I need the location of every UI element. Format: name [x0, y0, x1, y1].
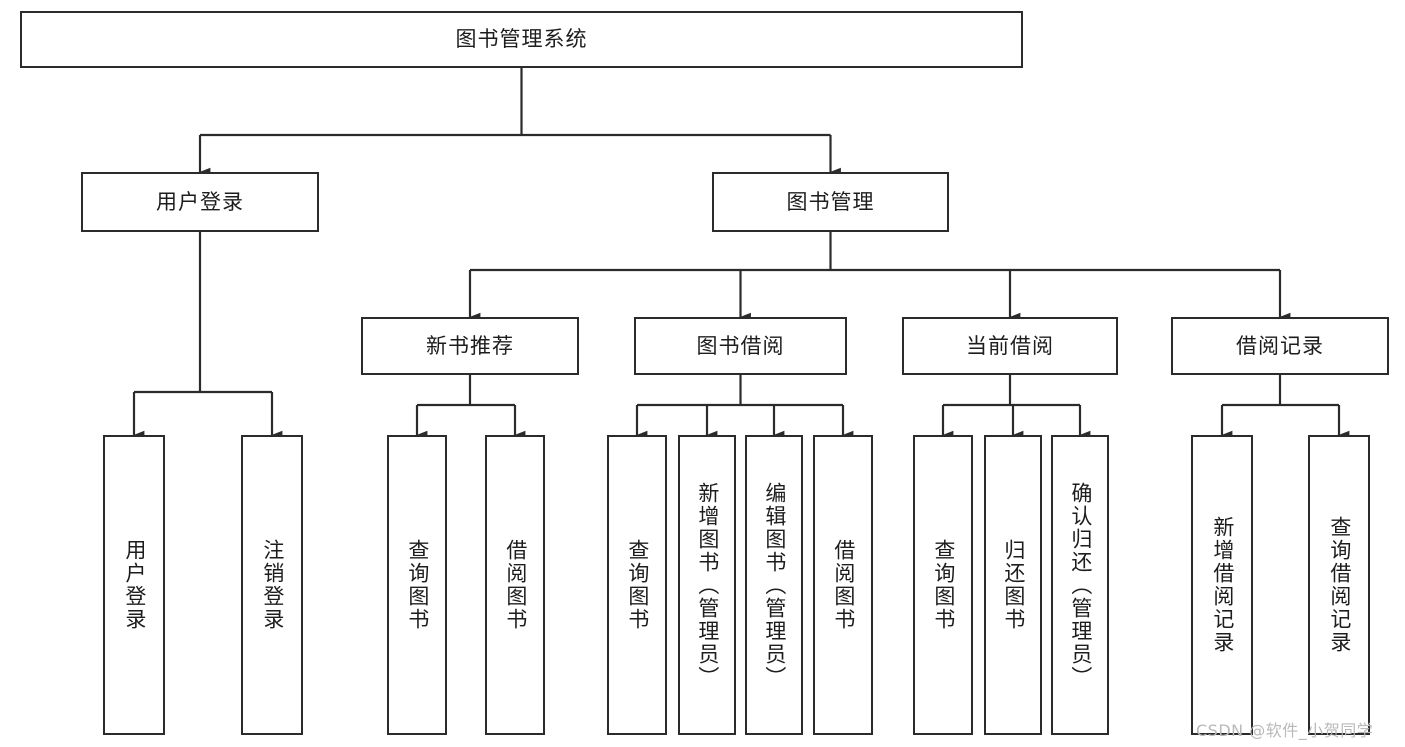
node-leaf-bb-query[interactable]: 查询图书	[607, 435, 667, 735]
node-label-new-book-rec: 新书推荐	[426, 333, 514, 358]
node-leaf-br-query[interactable]: 查询借阅记录	[1308, 435, 1370, 735]
node-label-book-borrow: 图书借阅	[696, 333, 785, 358]
node-label-root: 图书管理系统	[455, 27, 588, 52]
node-label-leaf-user-logout: 注销登录	[260, 539, 285, 631]
node-user-login[interactable]: 用户登录	[81, 172, 319, 232]
node-label-leaf-rec-query: 查询图书	[405, 539, 430, 631]
edge-group	[132, 68, 1350, 440]
node-label-leaf-bb-add: 新增图书（管理员）	[695, 481, 720, 689]
node-leaf-bb-borrow[interactable]: 借阅图书	[813, 435, 873, 735]
node-leaf-user-login[interactable]: 用户登录	[103, 435, 165, 735]
node-label-leaf-cb-query: 查询图书	[931, 539, 956, 631]
node-leaf-user-logout[interactable]: 注销登录	[241, 435, 303, 735]
node-label-leaf-bb-query: 查询图书	[625, 539, 650, 631]
node-label-leaf-br-add: 新增借阅记录	[1210, 516, 1235, 654]
node-leaf-rec-query[interactable]: 查询图书	[387, 435, 447, 735]
node-book-manage[interactable]: 图书管理	[712, 172, 949, 232]
node-label-leaf-user-login: 用户登录	[122, 539, 147, 631]
node-label-leaf-br-query: 查询借阅记录	[1327, 516, 1352, 654]
node-current-borrow[interactable]: 当前借阅	[902, 317, 1118, 375]
node-label-borrow-record: 借阅记录	[1236, 333, 1324, 358]
node-leaf-cb-query[interactable]: 查询图书	[913, 435, 973, 735]
node-label-current-borrow: 当前借阅	[966, 333, 1054, 358]
node-label-leaf-bb-edit: 编辑图书（管理员）	[762, 481, 787, 689]
node-leaf-bb-add[interactable]: 新增图书（管理员）	[678, 435, 736, 735]
node-leaf-cb-return[interactable]: 归还图书	[984, 435, 1042, 735]
node-label-leaf-rec-borrow: 借阅图书	[503, 539, 528, 631]
node-label-user-login: 用户登录	[156, 189, 244, 214]
node-leaf-cb-confirm[interactable]: 确认归还（管理员）	[1051, 435, 1109, 735]
node-leaf-bb-edit[interactable]: 编辑图书（管理员）	[745, 435, 803, 735]
node-leaf-br-add[interactable]: 新增借阅记录	[1191, 435, 1253, 735]
node-label-leaf-cb-return: 归还图书	[1001, 539, 1026, 631]
node-label-leaf-bb-borrow: 借阅图书	[831, 539, 856, 631]
node-root[interactable]: 图书管理系统	[20, 11, 1023, 68]
node-leaf-rec-borrow[interactable]: 借阅图书	[485, 435, 545, 735]
node-new-book-rec[interactable]: 新书推荐	[361, 317, 579, 375]
node-label-book-manage: 图书管理	[786, 189, 875, 214]
node-borrow-record[interactable]: 借阅记录	[1171, 317, 1389, 375]
node-book-borrow[interactable]: 图书借阅	[634, 317, 847, 375]
node-label-leaf-cb-confirm: 确认归还（管理员）	[1068, 481, 1093, 689]
